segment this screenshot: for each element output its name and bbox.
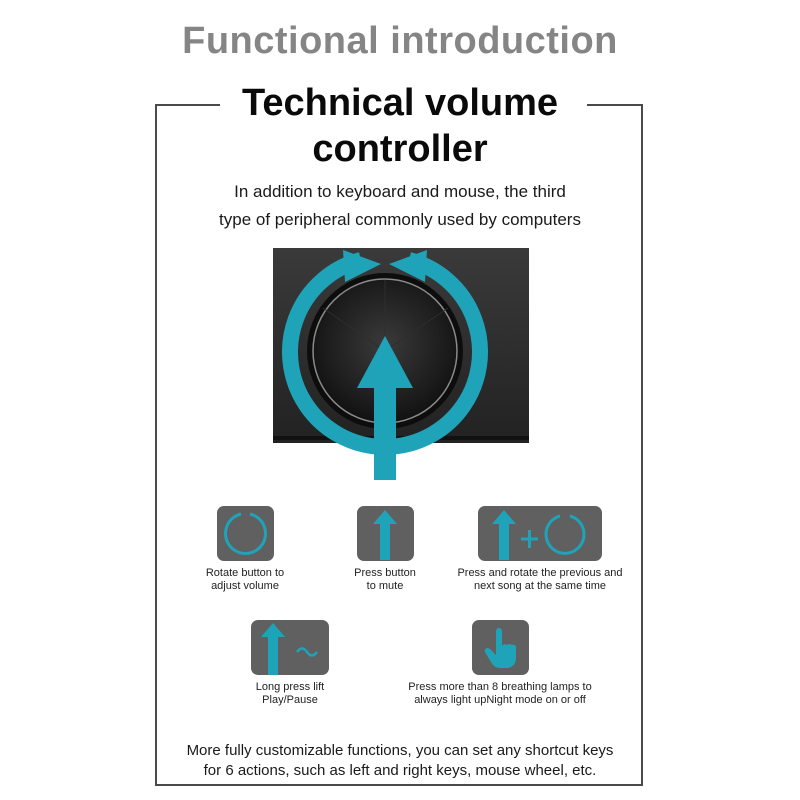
footer-note: More fully customizable functions, you c…: [0, 741, 800, 781]
feature-rotate: Rotate button to adjust volume: [185, 506, 305, 593]
feature-mute: Press button to mute: [325, 506, 445, 593]
rotate-icon: [216, 506, 274, 561]
feature-prev-next: Press and rotate the previous and next s…: [440, 506, 640, 593]
long-press-icon: [251, 620, 329, 675]
content-frame: [155, 104, 643, 786]
press-arrow-icon: [356, 506, 414, 561]
section-headline: Functional introduction: [182, 20, 618, 62]
feature-play-pause: Long press lift Play/Pause: [230, 620, 350, 707]
feature-prev-next-caption: Press and rotate the previous and next s…: [457, 567, 623, 592]
feature-play-pause-caption: Long press lift Play/Pause: [255, 681, 325, 706]
frame-top-right-divider: [587, 104, 643, 106]
product-title-line2: controller: [312, 128, 488, 170]
knob-rotate-press-icon: [273, 248, 529, 480]
feature-mute-caption: Press button to mute: [354, 567, 416, 592]
footer-line1: More fully customizable functions, you c…: [186, 742, 614, 759]
press-rotate-icon: [478, 506, 602, 561]
product-title-line1: Technical volume: [241, 82, 559, 124]
feature-breathing-lamp-caption: Press more than 8 breathing lamps to alw…: [408, 681, 592, 706]
hand-tap-icon: [471, 620, 529, 675]
product-subtitle: In addition to keyboard and mouse, the t…: [0, 178, 800, 234]
subtitle-line2: type of peripheral commonly used by comp…: [219, 210, 581, 229]
feature-breathing-lamp: Press more than 8 breathing lamps to alw…: [400, 620, 600, 707]
frame-top-left-divider: [155, 104, 220, 106]
feature-rotate-caption: Rotate button to adjust volume: [205, 567, 285, 592]
footer-line2: for 6 actions, such as left and right ke…: [203, 762, 597, 779]
volume-controller-image: [273, 248, 529, 480]
subtitle-line1: In addition to keyboard and mouse, the t…: [234, 182, 566, 201]
product-title: Technical volume controller: [0, 80, 800, 172]
